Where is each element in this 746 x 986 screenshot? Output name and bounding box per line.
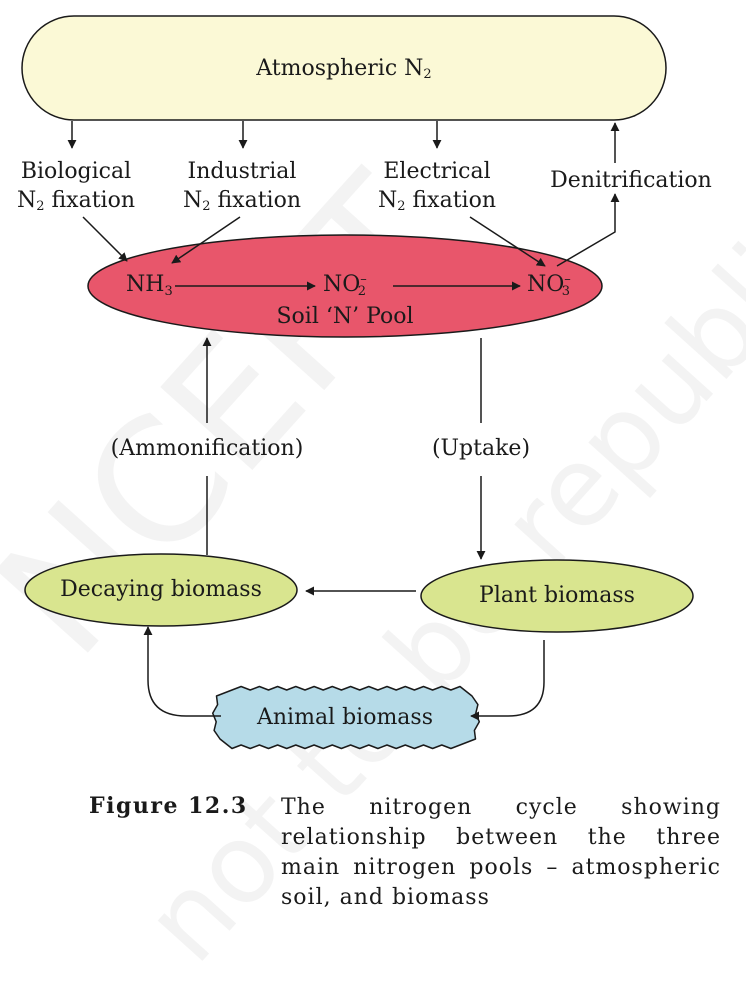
arrow-industrial-to-nh3 — [171, 216, 241, 264]
no2-label: NO–2 — [323, 272, 367, 299]
industrial-fixation-label: Industrial N2 fixation — [182, 159, 301, 214]
figure-label: Figure 12.3 — [89, 793, 248, 819]
denitrification-label: Denitrification — [550, 168, 712, 193]
biological-fixation-label: Biological N2 fixation — [16, 159, 135, 214]
electrical-fixation-label: Electrical N2 fixation — [377, 159, 496, 214]
nitrogen-cycle-diagram: NCERT not to be republished — [0, 15, 746, 986]
arrow-electrical-to-no3 — [469, 216, 546, 267]
decaying-biomass-shape — [24, 553, 298, 627]
animal-biomass-shape — [211, 685, 481, 750]
arrow-animal-to-decaying — [143, 626, 221, 717]
atmospheric-pool-shape — [21, 15, 667, 121]
arrow-no3-to-denitrification — [556, 193, 620, 267]
plant-biomass-label: Plant biomass — [479, 583, 635, 608]
soil-pool-shape — [87, 234, 603, 338]
decaying-biomass-label: Decaying biomass — [60, 577, 262, 602]
atmospheric-pool-label: Atmospheric N2 — [256, 56, 432, 82]
arrow-plant-to-animal — [470, 640, 545, 721]
soil-pool-label: Soil ‘N’ Pool — [276, 304, 414, 329]
uptake-label: (Uptake) — [431, 436, 531, 461]
ammonification-label: (Ammonification) — [110, 436, 304, 461]
no3-label: NO–3 — [527, 272, 571, 299]
arrow-biological-to-nh3 — [82, 216, 128, 262]
figure-caption: The nitrogen cycle showing relationship … — [281, 795, 721, 910]
diagram-shapes — [21, 15, 694, 750]
animal-biomass-label: Animal biomass — [256, 705, 434, 730]
plant-biomass-shape — [420, 559, 694, 633]
nh3-label: NH3 — [126, 272, 173, 299]
